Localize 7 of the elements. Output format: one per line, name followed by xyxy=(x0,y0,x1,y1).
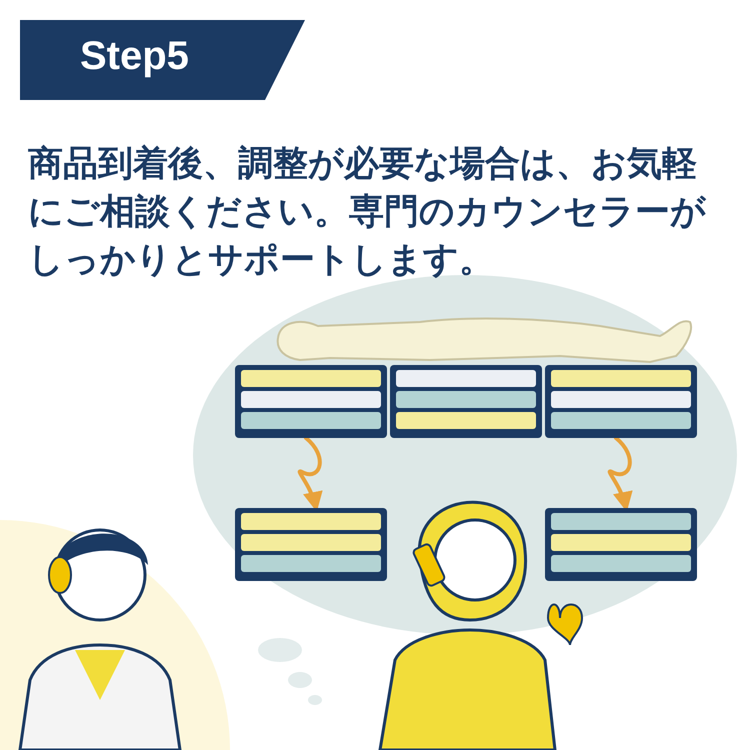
mattress-block xyxy=(235,365,387,438)
step-title: Step5 xyxy=(80,34,189,79)
mattress-block xyxy=(545,365,697,438)
mattress-block xyxy=(545,508,697,581)
mattress-block xyxy=(390,365,542,438)
instruction-text: 商品到着後、調整が必要な場合は、お気軽にご相談ください。専門のカウンセラーがしっかりとサポートします。 xyxy=(28,143,708,282)
mattress-block xyxy=(235,508,387,581)
